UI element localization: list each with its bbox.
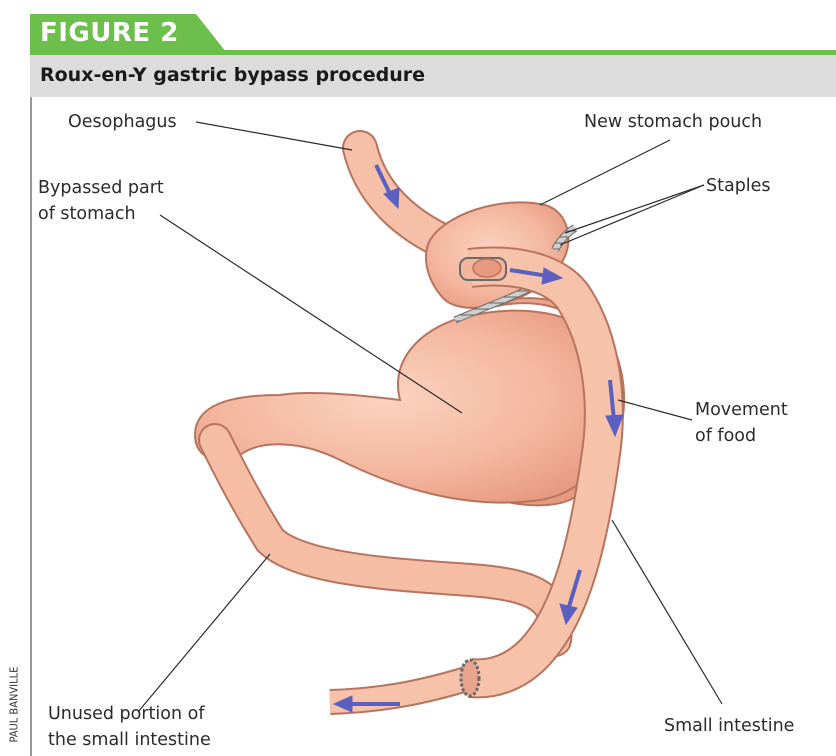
leader-movement	[618, 400, 692, 420]
label-oesophagus: Oesophagus	[68, 110, 177, 134]
bypassed-stomach	[195, 298, 624, 505]
label-movement-line2: of food	[695, 424, 756, 448]
label-staples: Staples	[706, 174, 771, 198]
leader-staples-1	[565, 185, 704, 233]
leader-small-intestine	[612, 520, 722, 704]
leader-staples-2	[560, 185, 704, 245]
label-movement-line1: Movement	[695, 398, 788, 422]
leader-new-pouch	[540, 140, 670, 205]
leader-oesophagus	[196, 122, 352, 150]
leader-unused	[138, 554, 270, 712]
label-small-intestine: Small intestine	[664, 714, 794, 738]
label-unused-line1: Unused portion of	[48, 702, 205, 726]
label-unused-line2: the small intestine	[48, 728, 211, 752]
label-bypassed-line2: of stomach	[38, 202, 136, 226]
label-new-stomach-pouch: New stomach pouch	[584, 110, 762, 134]
label-bypassed-line1: Bypassed part	[38, 176, 164, 200]
